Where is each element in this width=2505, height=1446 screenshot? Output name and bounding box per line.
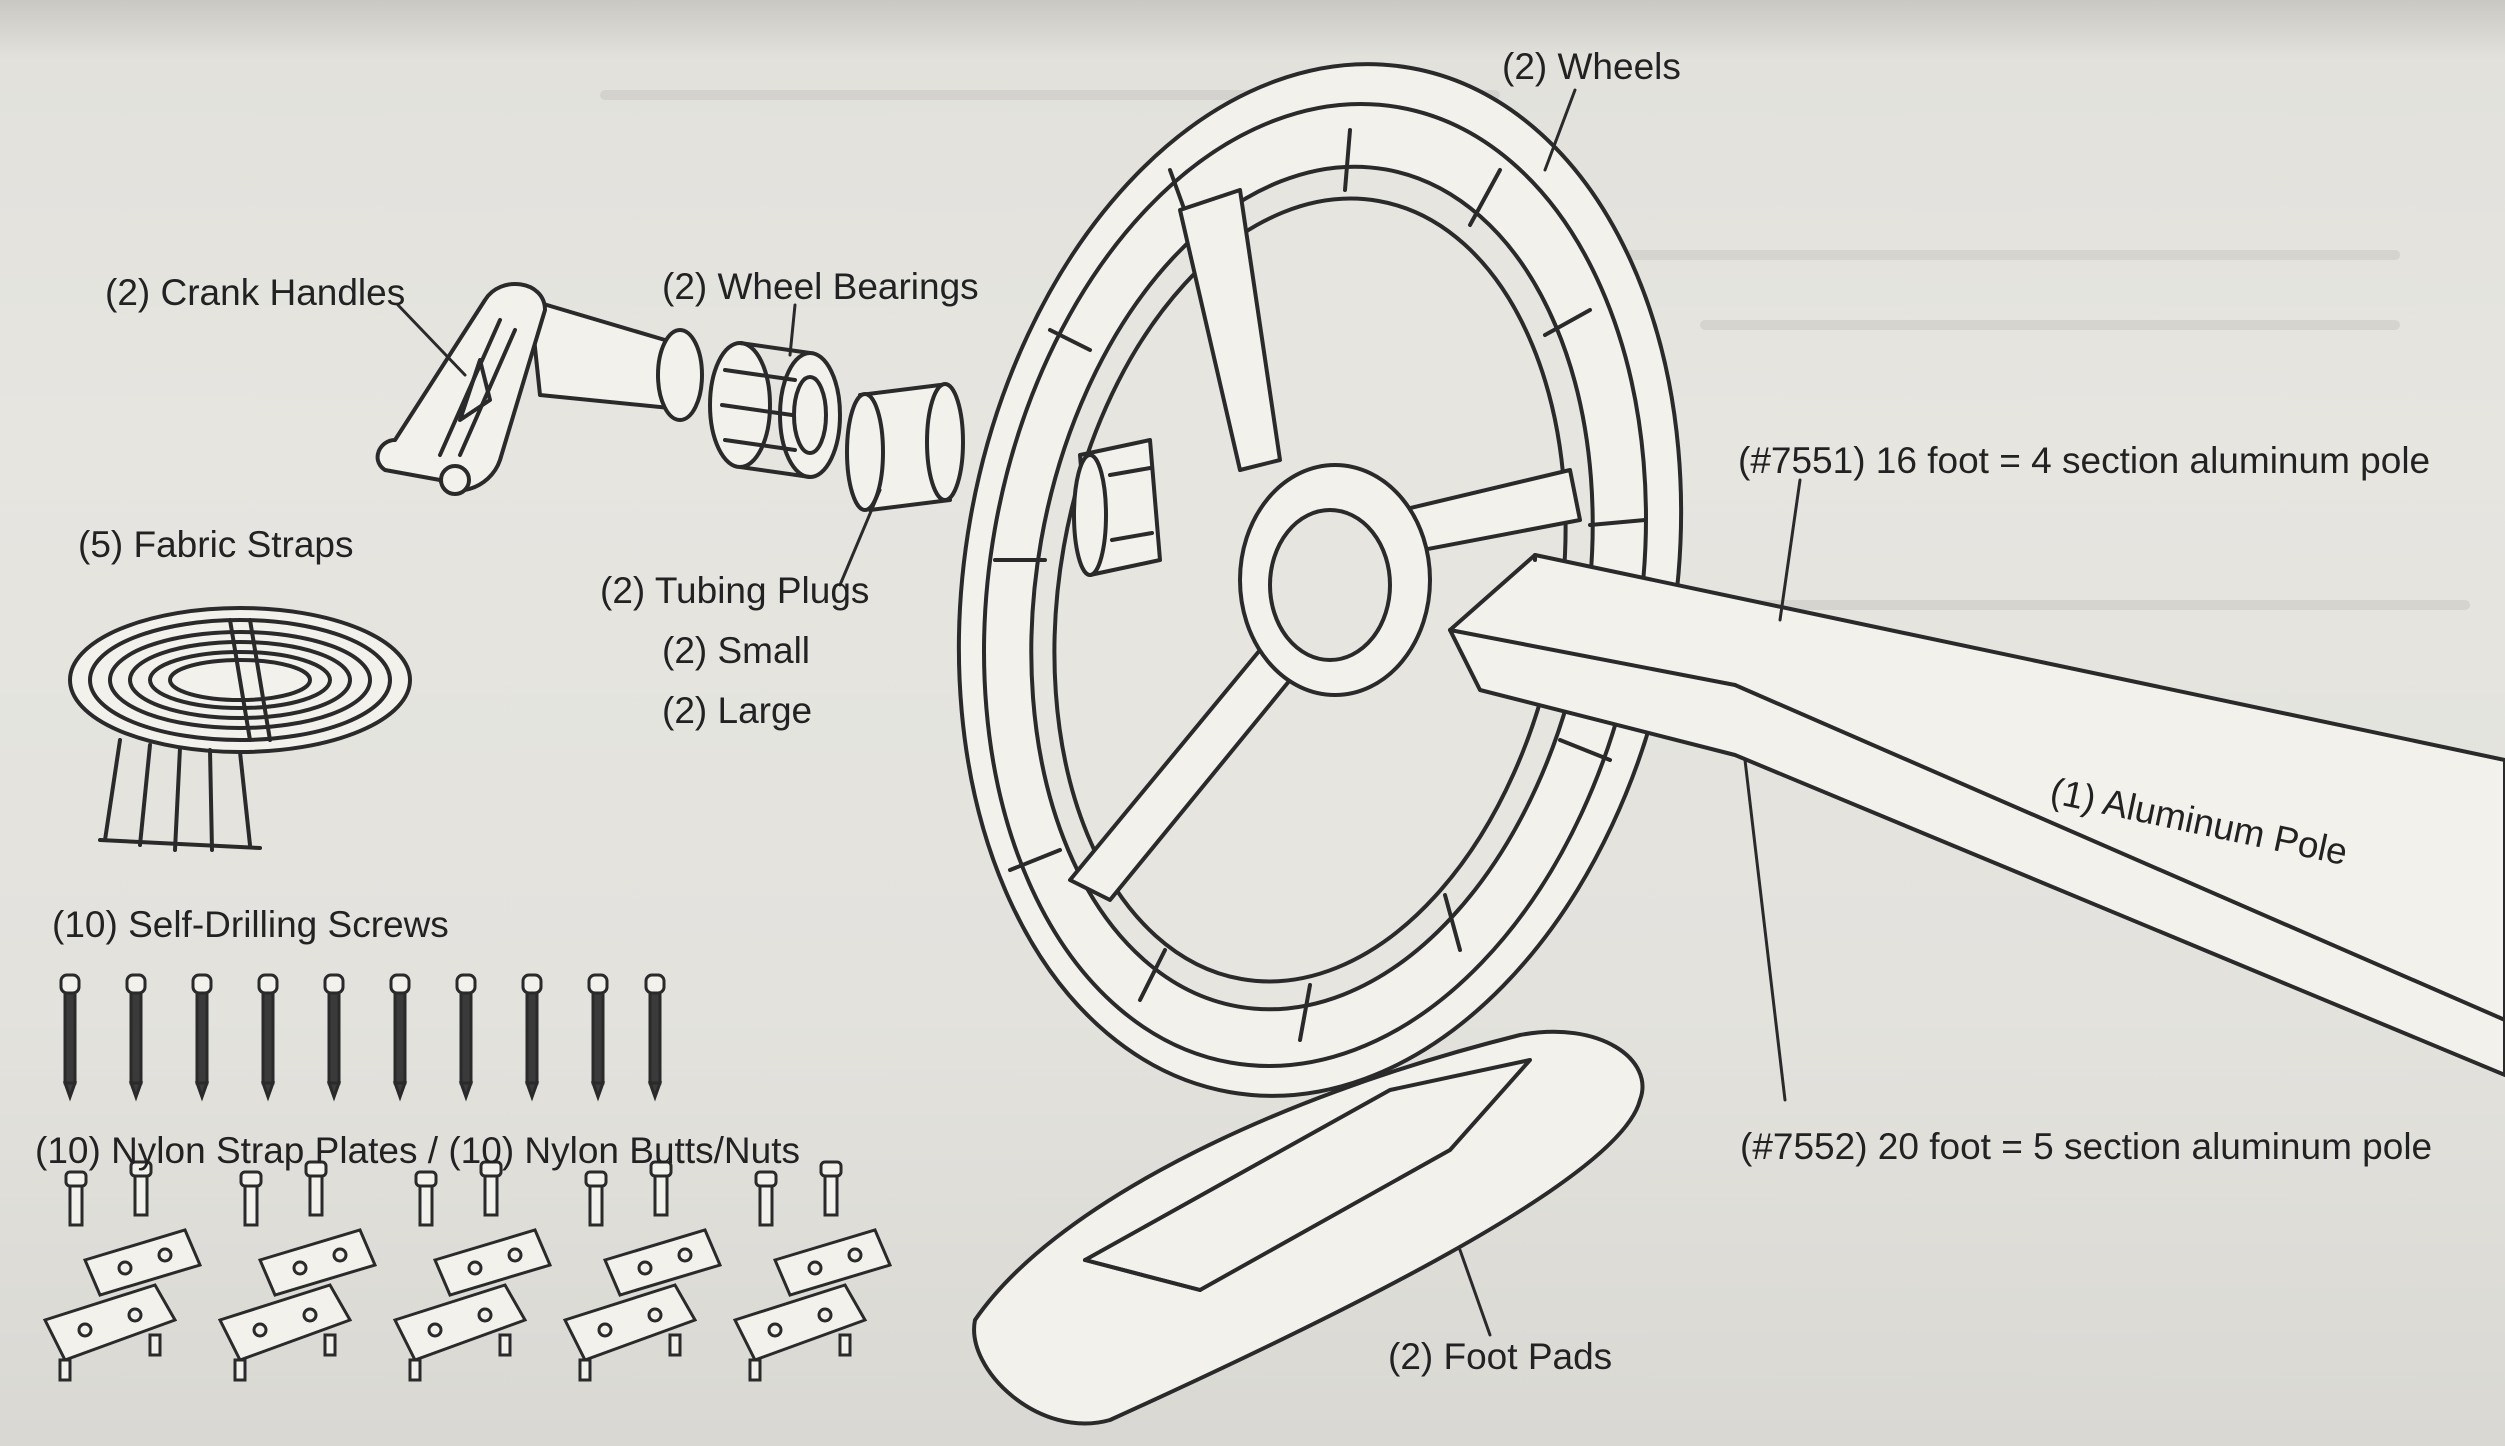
screw	[125, 973, 147, 1102]
bleed-through-text	[1650, 600, 2470, 610]
screw	[257, 973, 279, 1102]
tubing-plug-small	[845, 382, 965, 512]
screw	[59, 973, 81, 1102]
plate-set	[42, 1160, 203, 1382]
bleed-through-text	[1600, 250, 2400, 260]
aluminum-pole	[1448, 553, 2505, 1077]
screw	[191, 973, 213, 1102]
label-fabric-straps: (5) Fabric Straps	[78, 524, 354, 565]
crank-handle	[375, 282, 704, 496]
label-pole-16ft: (#7551) 16 foot = 4 section aluminum pol…	[1738, 440, 2431, 481]
plate-set	[392, 1160, 553, 1382]
foot-pad	[972, 1029, 1645, 1426]
bleed-through-text	[600, 90, 1500, 100]
leader-lines	[396, 88, 1802, 1337]
label-wheel-bearings: (2) Wheel Bearings	[662, 266, 979, 307]
label-tubing-plugs-small: (2) Small	[662, 630, 811, 671]
label-tubing-plugs: (2) Tubing Plugs	[600, 570, 870, 611]
nylon-strap-plates	[42, 1160, 893, 1382]
tubing-plug	[1072, 438, 1162, 577]
plate-set	[732, 1160, 893, 1382]
screw	[587, 973, 609, 1102]
plate-set	[217, 1160, 378, 1382]
self-drilling-screws	[59, 973, 666, 1102]
screw	[323, 973, 345, 1102]
label-tubing-plugs-large: (2) Large	[662, 690, 813, 731]
bleed-through-text	[1700, 320, 2400, 330]
label-foot-pads: (2) Foot Pads	[1388, 1336, 1613, 1377]
wheel	[956, 62, 1684, 1098]
screw	[521, 973, 543, 1102]
wheel-bearing	[708, 341, 842, 479]
screw	[389, 973, 411, 1102]
plate-set	[562, 1160, 723, 1382]
screw	[455, 973, 477, 1102]
label-wheels: (2) Wheels	[1502, 46, 1681, 87]
label-crank-handles: (2) Crank Handles	[105, 272, 406, 313]
fabric-straps	[68, 606, 412, 852]
label-nylon-strap-plates: (10) Nylon Strap Plates / (10) Nylon But…	[35, 1130, 800, 1171]
label-self-drilling-screws: (10) Self-Drilling Screws	[52, 904, 449, 945]
label-pole-20ft: (#7552) 20 foot = 5 section aluminum pol…	[1740, 1126, 2433, 1167]
screw	[644, 973, 666, 1102]
